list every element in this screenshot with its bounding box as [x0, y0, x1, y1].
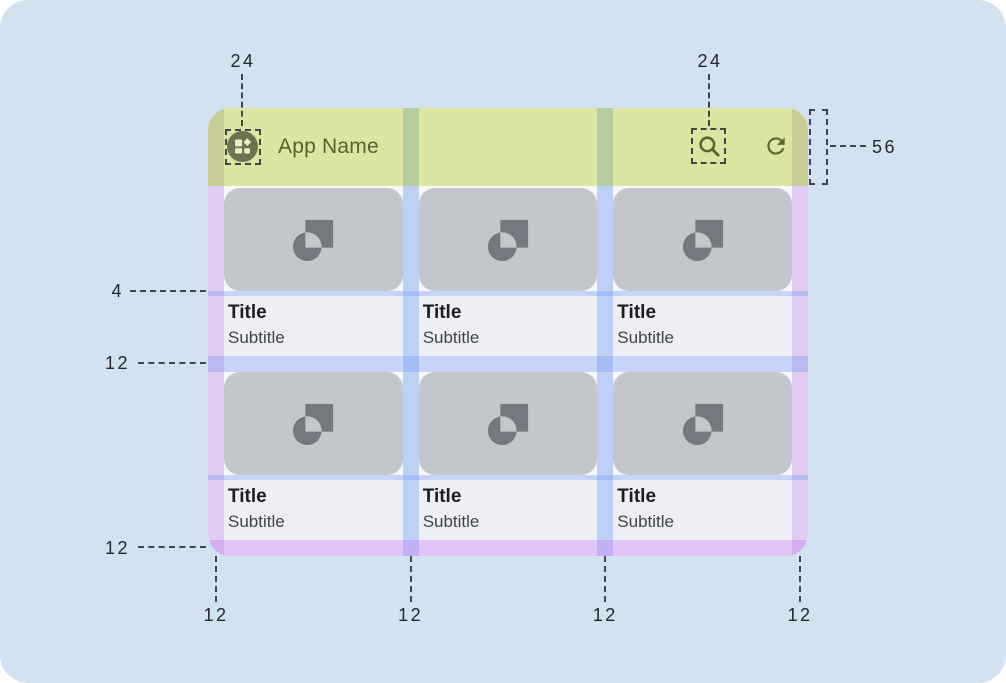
- card-title: Title: [617, 486, 657, 507]
- dimension-leader-line: [241, 74, 243, 126]
- card-text: Title Subtitle: [613, 480, 792, 540]
- card-media: [418, 372, 598, 475]
- dimension-leader-line: [604, 556, 607, 602]
- card-subtitle: Subtitle: [422, 328, 480, 347]
- card-title: Title: [228, 486, 267, 507]
- dimension-leader-line: [799, 556, 801, 602]
- dimension-leader-line: [138, 546, 206, 548]
- card-media: [418, 188, 598, 291]
- app-logo-button[interactable]: [227, 131, 258, 162]
- card-subtitle: Subtitle: [617, 512, 674, 531]
- dashboard-icon: [235, 138, 252, 154]
- bottom-margin-stripe: [208, 540, 808, 556]
- dimension-leader-line: [130, 290, 206, 292]
- card-text: Title Subtitle: [224, 480, 403, 540]
- row-gap-stripe: [208, 356, 808, 372]
- appbar-height-bracket: [809, 109, 828, 185]
- gutter-stripe: [402, 108, 419, 556]
- dimension-label-action-icon: 24: [697, 51, 723, 71]
- dimension-label-appbar-height: 56: [872, 137, 898, 157]
- app-layout-mock: App Name Title Subtitle: [208, 108, 808, 556]
- card[interactable]: Title Subtitle: [613, 188, 792, 356]
- media-placeholder-icon: [487, 219, 529, 261]
- card-media: [224, 372, 403, 475]
- card-subtitle: Subtitle: [228, 512, 285, 531]
- card-text: Title Subtitle: [613, 296, 792, 356]
- dimension-leader-line: [708, 74, 710, 126]
- card[interactable]: Title Subtitle: [224, 372, 403, 540]
- dimension-label-margin: 12: [203, 605, 229, 625]
- card-text: Title Subtitle: [418, 296, 598, 356]
- gutter-stripe: [597, 108, 614, 556]
- card-media: [613, 372, 792, 475]
- dimension-leader-line: [409, 556, 412, 602]
- card-media: [613, 188, 792, 291]
- card-media: [224, 188, 403, 291]
- dimension-leader-line: [830, 145, 866, 147]
- dimension-label-margin: 12: [787, 605, 813, 625]
- card[interactable]: Title Subtitle: [613, 372, 792, 540]
- card-title: Title: [422, 302, 462, 323]
- dimension-leader-line: [138, 362, 206, 364]
- top-app-bar: App Name: [208, 108, 808, 186]
- dimension-label-gutter: 12: [398, 605, 424, 625]
- refresh-icon[interactable]: [763, 133, 789, 159]
- left-margin-stripe: [208, 108, 224, 556]
- dimension-leader-line: [215, 556, 217, 602]
- search-icon-keyline-box: [691, 128, 726, 164]
- card-text: Title Subtitle: [224, 296, 403, 356]
- card[interactable]: Title Subtitle: [418, 188, 598, 356]
- card-title: Title: [228, 302, 267, 323]
- dimension-label-row-gap: 12: [104, 353, 130, 373]
- media-text-gap-stripe: [208, 475, 808, 480]
- media-placeholder-icon: [682, 219, 723, 261]
- media-placeholder-icon: [293, 403, 334, 445]
- card-subtitle: Subtitle: [422, 512, 480, 531]
- media-placeholder-icon: [682, 403, 723, 445]
- nav-icon-keyline-box: [225, 129, 261, 165]
- card-title: Title: [617, 302, 657, 323]
- card-subtitle: Subtitle: [228, 328, 285, 347]
- media-placeholder-icon: [293, 219, 334, 261]
- card-subtitle: Subtitle: [617, 328, 674, 347]
- media-placeholder-icon: [487, 403, 529, 445]
- dimension-label-nav-icon: 24: [230, 51, 256, 71]
- dimension-label-media-text-gap: 4: [111, 281, 124, 301]
- search-icon[interactable]: [696, 133, 722, 159]
- card[interactable]: Title Subtitle: [224, 188, 403, 356]
- card[interactable]: Title Subtitle: [418, 372, 598, 540]
- right-margin-stripe: [792, 108, 808, 556]
- app-title: App Name: [278, 135, 379, 158]
- card-title: Title: [422, 486, 462, 507]
- media-text-gap-stripe: [208, 291, 808, 296]
- dimension-label-gutter: 12: [592, 605, 618, 625]
- dimension-label-bottom-margin: 12: [104, 538, 130, 558]
- card-text: Title Subtitle: [418, 480, 598, 540]
